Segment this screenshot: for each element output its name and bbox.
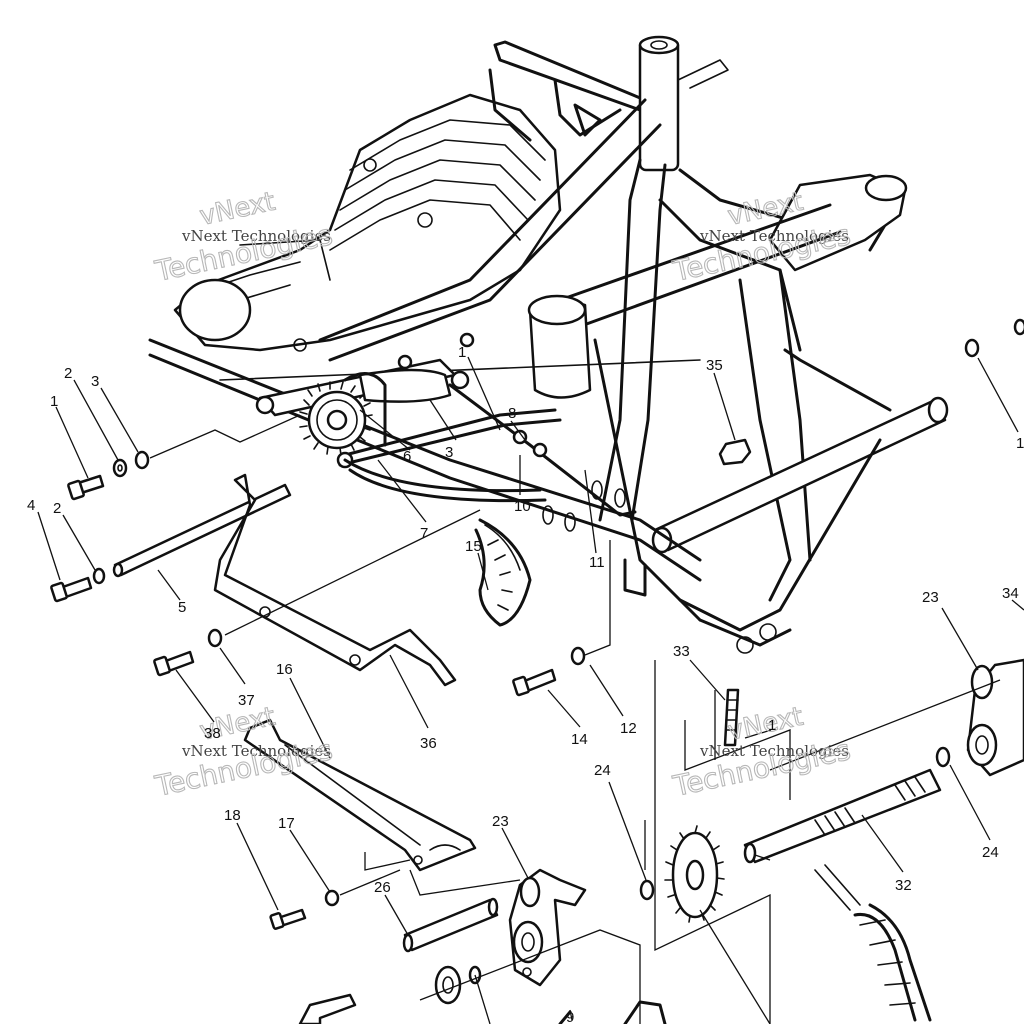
callout-17: 17 xyxy=(278,815,295,832)
steering-head xyxy=(638,38,680,172)
callout-26: 26 xyxy=(374,879,391,896)
callout-16: 16 xyxy=(276,661,293,678)
callout-24: 24 xyxy=(594,762,611,779)
shock-mount-right xyxy=(864,174,908,202)
part-23-bearing-hanger-right xyxy=(966,658,1024,777)
watermark-4: vNext Technologies vNext Technologies xyxy=(669,701,854,803)
callout-8: 8 xyxy=(508,405,516,422)
starter-cover xyxy=(178,278,252,342)
reference-lines xyxy=(149,414,1001,1024)
svg-text:vNext: vNext xyxy=(197,187,278,232)
callout-2-lower: 2 xyxy=(53,500,61,517)
part-36-chain-guard xyxy=(213,473,457,687)
part-16-bracket xyxy=(243,718,477,872)
callout-1-upper: 1 xyxy=(458,344,466,361)
callout-1: 1 xyxy=(50,393,58,410)
callout-34: 34 xyxy=(1002,585,1019,602)
callout-6: 6 xyxy=(403,448,411,465)
engine-assembly xyxy=(173,93,562,352)
bottom-parts xyxy=(298,965,667,1024)
callout-38: 38 xyxy=(204,725,221,742)
callout-4: 4 xyxy=(27,497,35,514)
callout-1-mid: 1 xyxy=(768,717,776,734)
callout-11: 11 xyxy=(589,554,605,571)
fasteners-left xyxy=(50,318,1024,930)
callout-15: 15 xyxy=(465,538,482,555)
watermark-3: vNext Technologies vNext Technologies xyxy=(151,701,336,803)
part-23-bearing-hanger-lower xyxy=(508,868,587,987)
callout-36: 36 xyxy=(420,735,437,752)
part-26-spacer xyxy=(402,897,499,953)
callout-2: 2 xyxy=(64,365,72,382)
callout-14: 14 xyxy=(571,731,588,748)
rear-sprocket xyxy=(664,825,725,923)
callout-9: 9 xyxy=(566,1009,574,1024)
frame-assembly xyxy=(148,35,949,654)
callout-18: 18 xyxy=(224,807,241,824)
callout-35: 35 xyxy=(706,357,723,374)
callout-numbers: 1 2 3 4 2 5 1 8 6 3 10 7 11 15 35 1 23 3… xyxy=(27,344,1024,1024)
callout-23: 23 xyxy=(922,589,939,606)
callout-12: 12 xyxy=(620,720,637,737)
callout-1-right: 1 xyxy=(1016,435,1024,452)
callout-33: 33 xyxy=(673,643,690,660)
part-32-axle-shaft xyxy=(743,768,942,864)
part-15-drive-chain xyxy=(474,518,532,627)
callout-3: 3 xyxy=(91,373,99,390)
part-5-axle-rod xyxy=(112,483,292,578)
callout-10: 10 xyxy=(514,498,531,515)
callout-3-upper: 3 xyxy=(445,444,453,461)
svg-text:vNext Technologies: vNext Technologies xyxy=(699,742,849,760)
part-33-stud xyxy=(723,688,740,747)
jackshaft-assembly xyxy=(255,332,637,517)
lower-chain xyxy=(814,864,932,1022)
callout-7: 7 xyxy=(420,525,428,542)
callout-37: 37 xyxy=(238,692,255,709)
callout-24-right: 24 xyxy=(982,844,999,861)
svg-text:vNext Technologies: vNext Technologies xyxy=(699,227,849,245)
svg-text:vNext Technologies: vNext Technologies xyxy=(181,742,331,760)
svg-text:vNext Technologies: vNext Technologies xyxy=(181,227,331,245)
callout-23-lower: 23 xyxy=(492,813,509,830)
callout-32: 32 xyxy=(895,877,912,894)
callout-5: 5 xyxy=(178,599,186,616)
callout-leaders xyxy=(37,356,1024,1024)
